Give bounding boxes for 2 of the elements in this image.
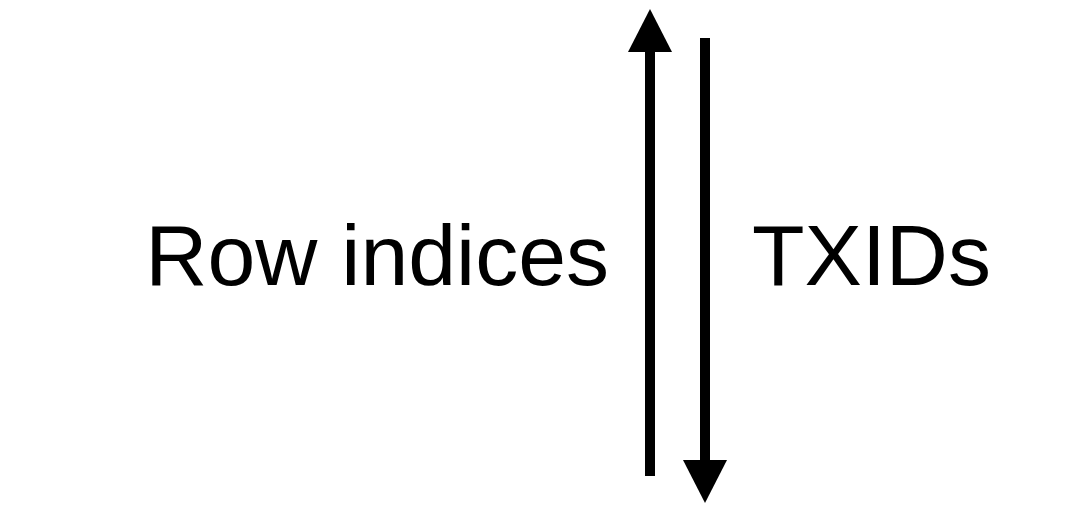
label-text: TXIDs xyxy=(752,206,991,305)
label-text: Row indices xyxy=(145,206,609,305)
